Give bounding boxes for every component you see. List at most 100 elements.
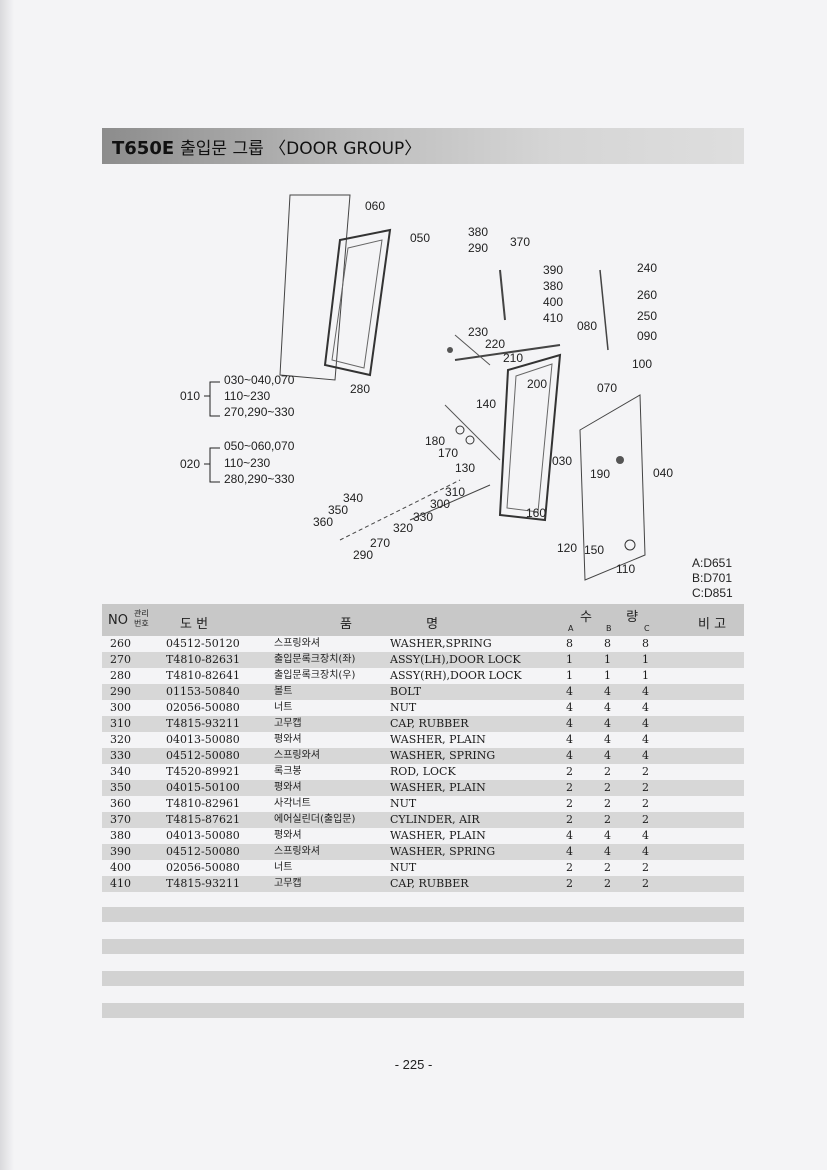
group-020-line: 110~230 — [224, 456, 270, 470]
cell-name-kr: 볼트 — [274, 686, 293, 697]
group-010-line: 110~230 — [224, 389, 270, 403]
cell-no: 340 — [110, 765, 131, 778]
model-code: A:D651 — [692, 556, 733, 570]
cell-name-en: WASHER,SPRING — [390, 637, 492, 650]
cell-qty-a: 4 — [566, 717, 573, 730]
cell-part-no: 02056-50080 — [166, 861, 240, 874]
callout-320: 320 — [393, 521, 413, 535]
cell-qty-b: 2 — [604, 781, 611, 794]
washer-mark — [616, 456, 624, 464]
cell-qty-a: 1 — [566, 669, 573, 682]
group-020-line: 280,290~330 — [224, 472, 295, 486]
callout-070: 070 — [597, 381, 617, 395]
air-cylinder-rod — [454, 344, 561, 361]
callout-290: 290 — [353, 548, 373, 562]
cell-qty-c: 4 — [642, 701, 649, 714]
washer-mark — [455, 425, 465, 435]
cell-name-en: CAP, RUBBER — [390, 717, 469, 730]
cylinder-mount — [499, 269, 506, 321]
cell-qty-c: 4 — [642, 717, 649, 730]
door-frame-left-inner — [331, 239, 383, 369]
cell-name-en: ASSY(RH),DOOR LOCK — [390, 669, 522, 682]
cell-part-no: T4815-93211 — [166, 717, 241, 730]
callout-380: 380 — [468, 225, 488, 239]
col-no: NO — [108, 613, 128, 628]
cell-qty-a: 2 — [566, 765, 573, 778]
callout-250: 250 — [637, 309, 657, 323]
cell-qty-c: 4 — [642, 749, 649, 762]
callout-260: 260 — [637, 288, 657, 302]
cell-part-no: 04512-50120 — [166, 637, 240, 650]
cell-qty-a: 4 — [566, 829, 573, 842]
cell-part-no: 01153-50840 — [166, 685, 240, 698]
cell-qty-a: 2 — [566, 781, 573, 794]
cell-qty-b: 8 — [604, 637, 611, 650]
cell-name-kr: 평와셔 — [274, 782, 302, 793]
model-code: B:D701 — [692, 571, 733, 585]
cell-name-kr: 고무캡 — [274, 878, 302, 889]
cell-name-kr: 너트 — [274, 702, 293, 713]
door-glass-left — [279, 194, 351, 381]
cell-no: 370 — [110, 813, 131, 826]
callout-280: 280 — [350, 382, 370, 396]
cell-qty-c: 2 — [642, 781, 649, 794]
diagram-svg: 060 050 380 290 370 390 380 400 410 080 … — [180, 194, 673, 581]
model-name: T650E — [112, 138, 175, 159]
cell-qty-c: 2 — [642, 797, 649, 810]
cell-no: 390 — [110, 845, 131, 858]
callout-200: 200 — [527, 377, 547, 391]
cell-part-no: 04015-50100 — [166, 781, 240, 794]
callout-330: 330 — [413, 510, 433, 524]
callout-360: 360 — [313, 515, 333, 529]
cell-name-en: CAP, RUBBER — [390, 877, 469, 890]
cell-qty-b: 4 — [604, 749, 611, 762]
cell-qty-a: 4 — [566, 685, 573, 698]
col-quantity: 수 량 — [580, 610, 639, 625]
cell-qty-c: 4 — [642, 685, 649, 698]
cell-qty-b: 4 — [604, 845, 611, 858]
cell-qty-b: 4 — [604, 829, 611, 842]
cell-qty-a: 4 — [566, 701, 573, 714]
cell-part-no: 04013-50080 — [166, 829, 240, 842]
cell-name-en: WASHER, PLAIN — [390, 733, 486, 746]
cell-part-no: T4815-87621 — [166, 813, 241, 826]
exploded-parts-diagram: 060 050 380 290 370 390 380 400 410 080 … — [160, 190, 700, 590]
cell-name-en: WASHER, SPRING — [390, 749, 496, 762]
washer-mark — [465, 435, 475, 445]
callout-300: 300 — [430, 497, 450, 511]
cell-name-en: WASHER, SPRING — [390, 845, 496, 858]
callout-160: 160 — [526, 506, 546, 520]
cell-part-no: 04013-50080 — [166, 733, 240, 746]
callout-130: 130 — [455, 461, 475, 475]
parts-table-header: NO 관리번호 도 번 품 명 수 량 A B C 비 고 — [102, 604, 744, 636]
cell-name-kr: 스프링와셔 — [274, 846, 320, 857]
cell-qty-b: 2 — [604, 813, 611, 826]
door-frame-right — [498, 353, 562, 522]
washer-mark — [447, 347, 453, 353]
cell-qty-c: 8 — [642, 637, 649, 650]
cell-name-kr: 출입문록크장치(우) — [274, 670, 356, 681]
door-frame-right-inner — [506, 363, 553, 513]
cell-name-kr: 록크봉 — [274, 766, 302, 777]
door-frame-left — [323, 228, 392, 377]
callout-060: 060 — [365, 199, 385, 213]
cell-no: 320 — [110, 733, 131, 746]
col-remarks: 비 고 — [698, 617, 727, 632]
callout-120: 120 — [557, 541, 577, 555]
callout-040: 040 — [653, 466, 673, 480]
callout-310: 310 — [445, 485, 465, 499]
callout-090: 090 — [637, 329, 657, 343]
callout-170: 170 — [438, 446, 458, 460]
group-010-number: 010 — [180, 389, 200, 403]
callout-100: 100 — [632, 357, 652, 371]
cell-qty-a: 2 — [566, 861, 573, 874]
